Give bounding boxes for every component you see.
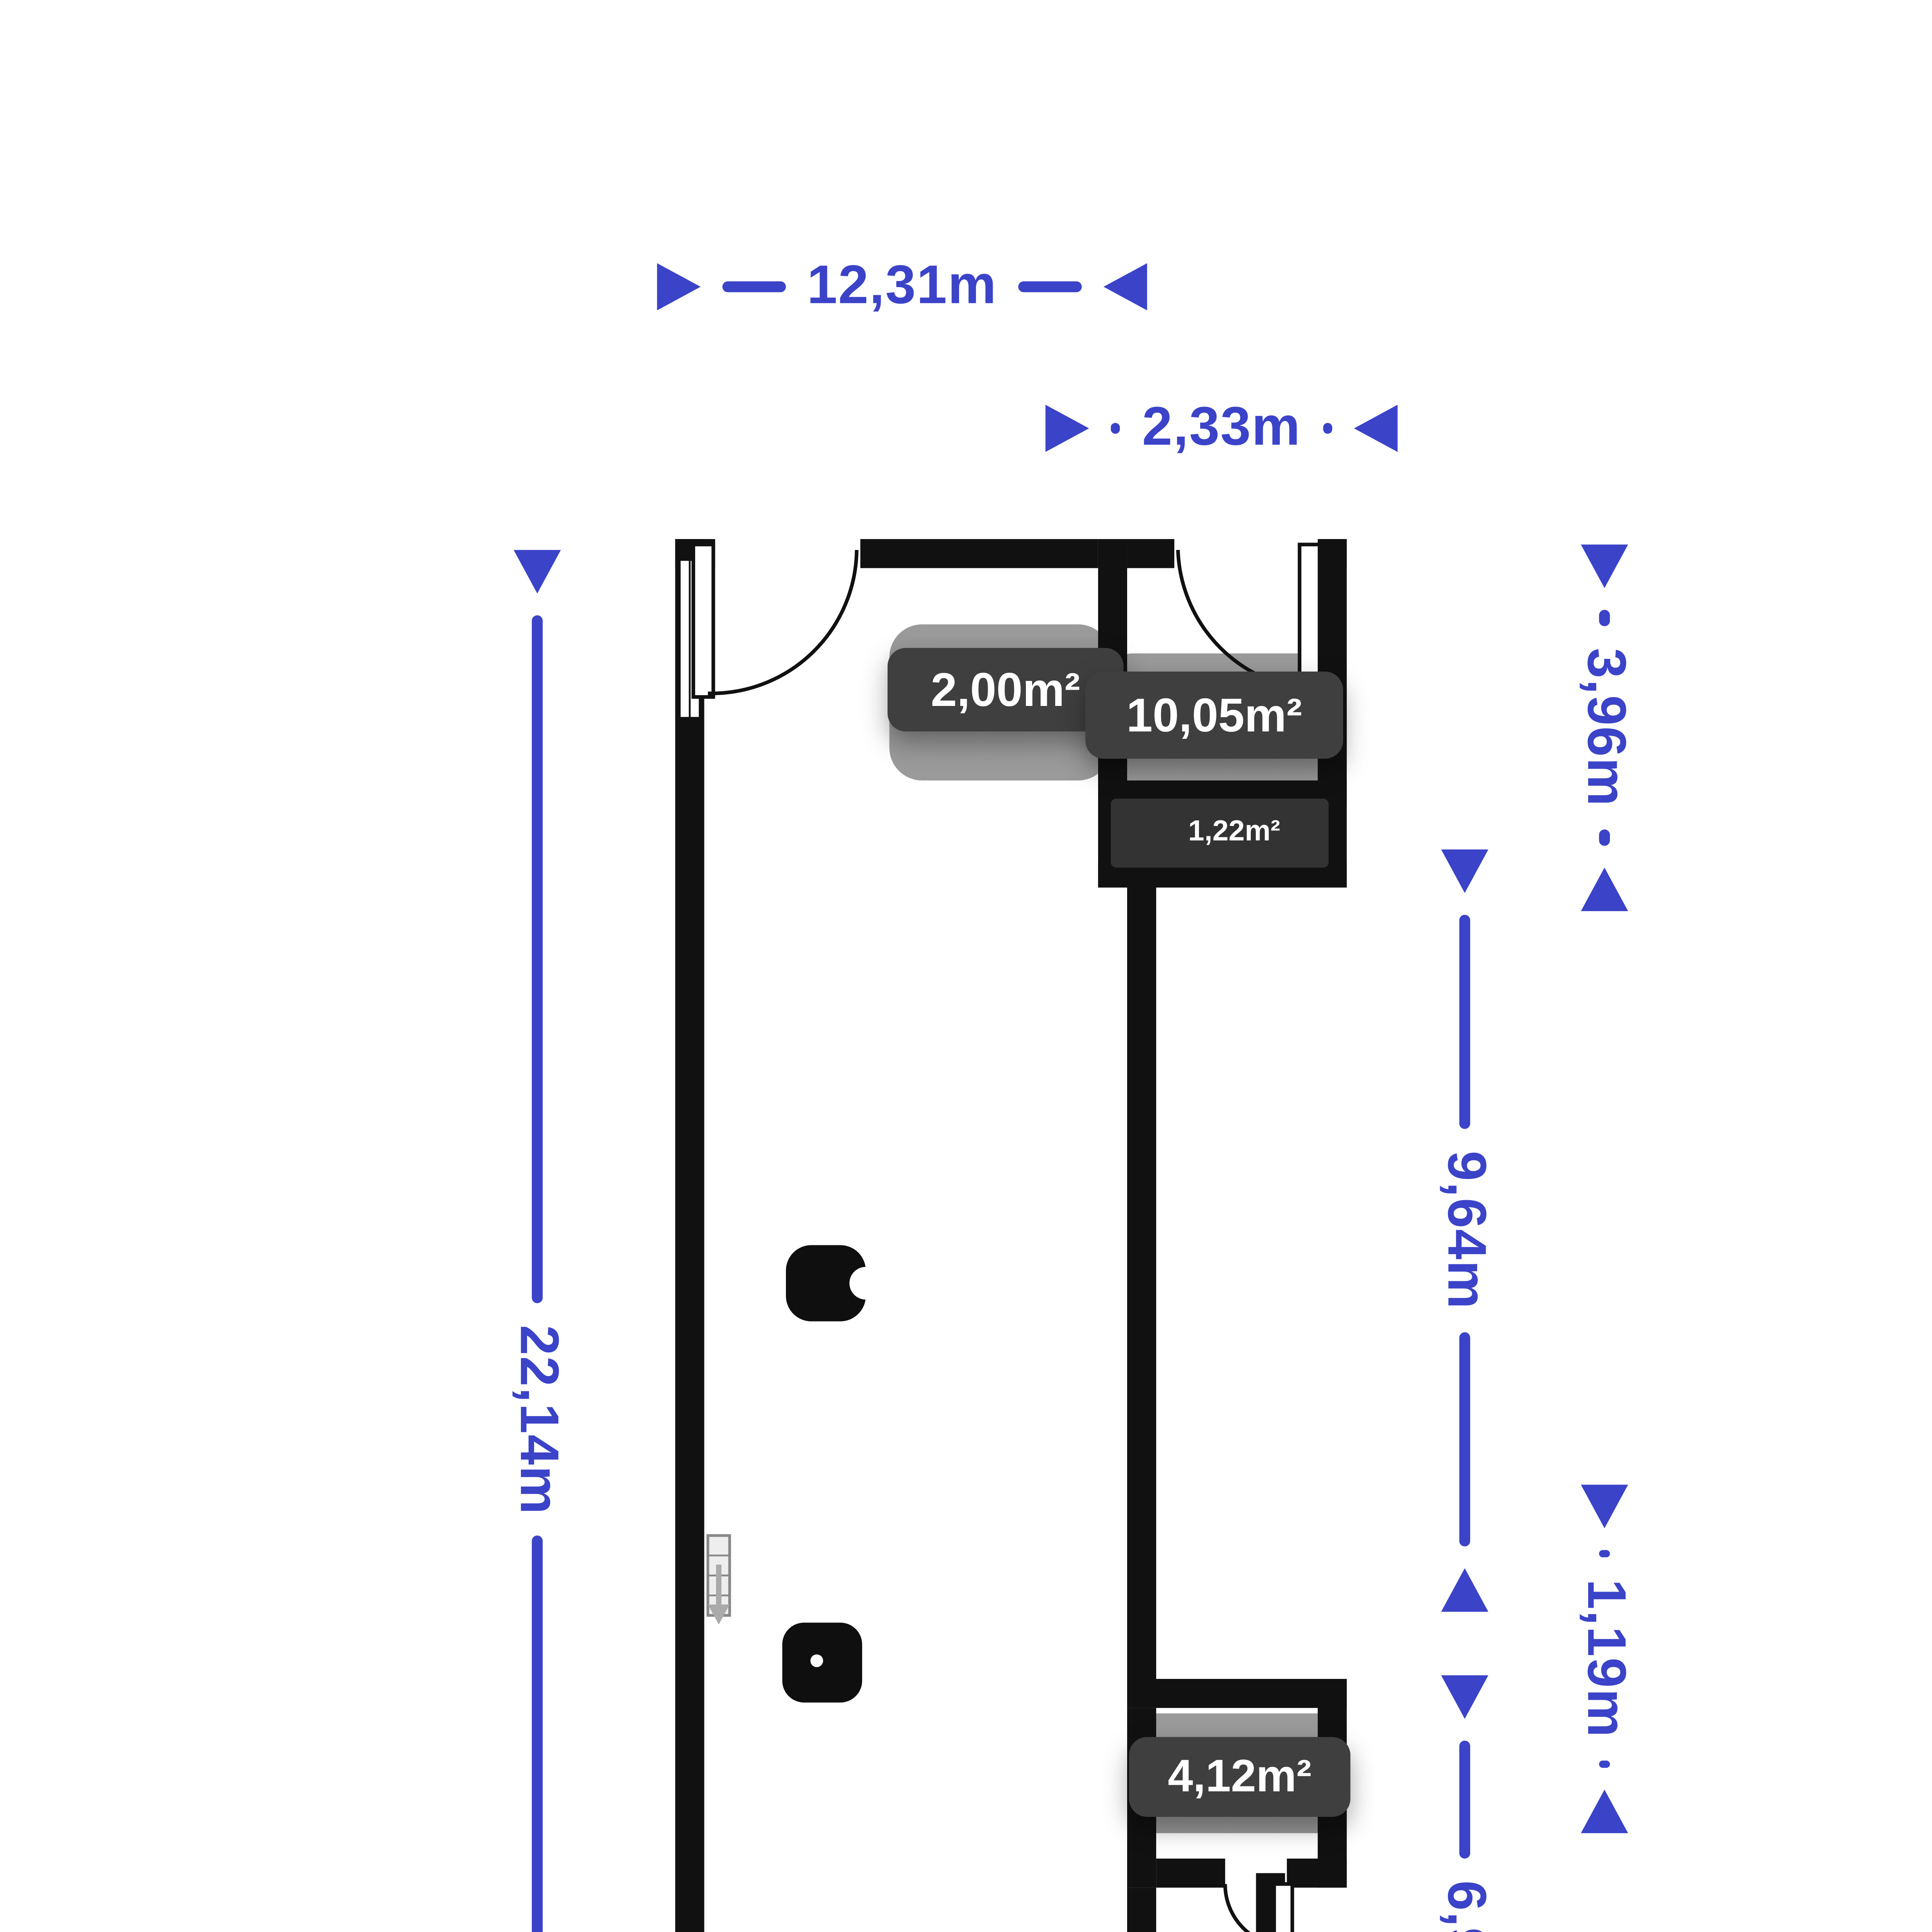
dim-arrow-up-icon	[1441, 1568, 1488, 1612]
top-right-door-leaf	[1298, 543, 1321, 696]
dimension-top-width: 12,31m	[657, 256, 1147, 318]
dim-line	[532, 1536, 543, 1932]
room-label-top-right-text: 10,05m²	[1126, 687, 1302, 742]
dim-arrow-down-icon	[1581, 1485, 1628, 1529]
bathroom-door-arc	[1223, 1884, 1251, 1932]
entrance-door-leaf	[691, 543, 715, 699]
fixture-upper	[786, 1245, 866, 1321]
room-label-top-right: 10,05m²	[1085, 672, 1344, 759]
bathroom-door-leaf	[1272, 1882, 1294, 1932]
dim-arrow-right-icon	[1045, 405, 1089, 452]
dimension-upper-right-width: 2,33m	[1045, 397, 1398, 459]
dim-line	[1111, 423, 1121, 434]
dim-line	[1599, 1550, 1610, 1558]
dim-line	[532, 615, 543, 1303]
entrance-door-arc	[707, 550, 859, 696]
dim-label-right-top: 3,96m	[1575, 648, 1636, 808]
dim-line	[1459, 1332, 1470, 1547]
dim-arrow-up-icon	[1581, 867, 1628, 912]
dim-line	[1599, 829, 1610, 846]
room-label-closet: 1,22m²	[1143, 806, 1325, 861]
dim-line	[1459, 1740, 1470, 1858]
room-label-closet-text: 1,22m²	[1188, 816, 1281, 848]
room-label-bathroom: 4,12m²	[1129, 1737, 1350, 1817]
dim-label-right-middle: 9,64m	[1435, 1151, 1496, 1310]
dim-line	[1599, 610, 1610, 627]
dim-arrow-left-icon	[1354, 405, 1398, 452]
dim-label-top-width: 12,31m	[807, 256, 997, 316]
room-label-hall-text: 2,00m²	[930, 662, 1080, 716]
dim-arrow-down-icon	[1441, 849, 1488, 893]
dimension-right-bottom: 6,95m	[1432, 1675, 1497, 1932]
dim-line	[1323, 423, 1332, 434]
dim-line	[1019, 281, 1082, 293]
dimension-left-height: 22,14m	[505, 550, 570, 1932]
fixtures	[706, 1245, 882, 1703]
dim-arrow-down-icon	[1441, 1675, 1488, 1719]
dimension-right-top: 3,96m	[1572, 544, 1637, 912]
dim-label-right-bottom: 6,95m	[1436, 1880, 1496, 1932]
dimension-right-middle: 9,64m	[1432, 849, 1497, 1612]
dim-label-left-height: 22,14m	[508, 1324, 568, 1515]
dim-line	[1599, 1760, 1610, 1768]
room-label-hall: 2,00m²	[887, 648, 1124, 732]
room-label-bathroom-text: 4,12m²	[1168, 1750, 1312, 1802]
dim-line	[1459, 915, 1470, 1129]
dim-arrow-up-icon	[1581, 1789, 1628, 1833]
dim-label-upper-right-width: 2,33m	[1142, 397, 1301, 457]
dim-arrow-right-icon	[657, 263, 701, 311]
dim-arrow-down-icon	[1581, 544, 1628, 588]
dim-line	[722, 281, 786, 293]
dim-arrow-left-icon	[1103, 263, 1147, 311]
dim-arrow-down-icon	[514, 550, 561, 594]
dimension-right-small: 1,19m	[1572, 1485, 1637, 1833]
dim-label-right-small: 1,19m	[1575, 1579, 1636, 1739]
